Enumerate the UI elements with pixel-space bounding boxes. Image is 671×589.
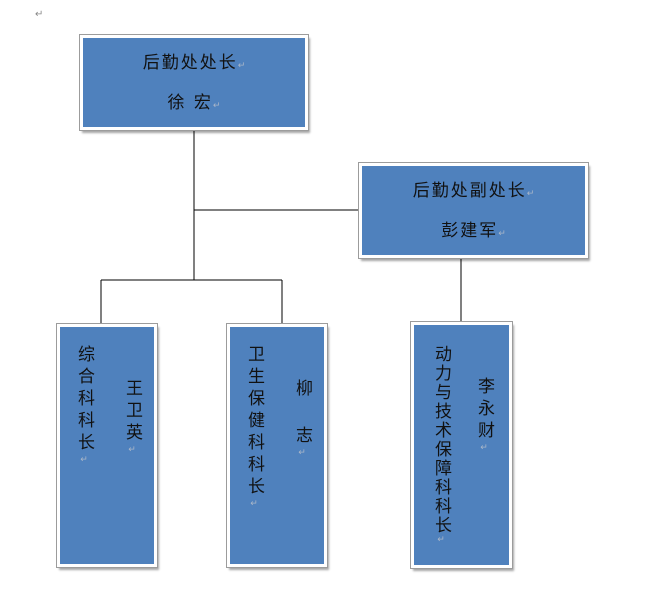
paragraph-mark: ↵ [35,9,44,20]
inline-paragraph-mark: ↵ [297,448,307,458]
node-general[interactable]: 综合科科长↵ 王卫英↵ [56,323,158,568]
general-title: 综合科科长 [74,345,94,455]
general-name: 王卫英 [122,379,142,445]
tech-title: 动力与技术保障科科长 [431,345,451,535]
deputy-title: 后勤处副处长 [412,181,527,201]
director-name: 徐 宏 [167,93,213,113]
inline-paragraph-mark: ↵ [212,101,221,111]
node-deputy[interactable]: 后勤处副处长↵ 彭建军↵ [358,162,589,259]
inline-paragraph-mark: ↵ [526,189,535,199]
tech-name: 李永财 [474,377,494,443]
inline-paragraph-mark: ↵ [436,535,446,545]
health-name: 柳 志 [292,379,312,448]
inline-paragraph-mark: ↵ [127,445,137,455]
inline-paragraph-mark: ↵ [479,443,489,453]
node-health[interactable]: 卫生保健科科长↵ 柳 志↵ [226,323,328,568]
node-tech[interactable]: 动力与技术保障科科长↵ 李永财↵ [410,321,513,569]
node-director[interactable]: 后勤处处长↵ 徐 宏↵ [79,34,309,131]
inline-paragraph-mark: ↵ [498,229,506,239]
inline-paragraph-mark: ↵ [237,61,246,71]
deputy-name: 彭建军 [441,221,499,241]
inline-paragraph-mark: ↵ [249,499,259,509]
health-title: 卫生保健科科长 [244,345,264,499]
inline-paragraph-mark: ↵ [79,455,89,465]
director-title: 后勤处处长 [142,53,238,73]
